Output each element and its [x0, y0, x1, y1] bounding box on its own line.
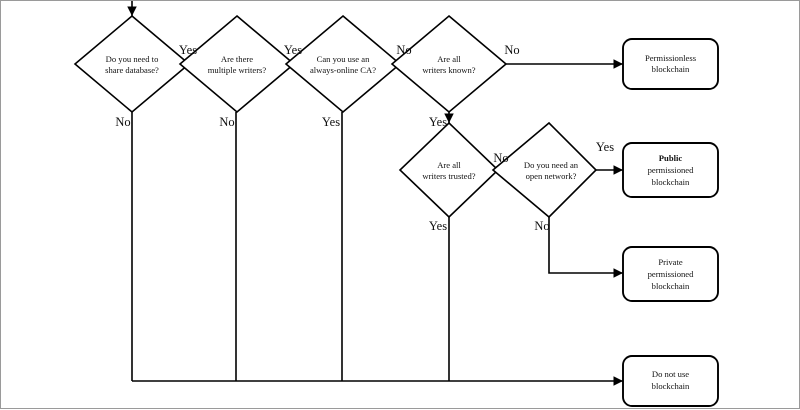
decision-share-database-line2: share database?: [105, 65, 159, 75]
edge-labels: Yes No Yes No No Yes No Yes No Yes Yes N…: [115, 43, 614, 233]
label-d1-no: No: [115, 115, 130, 129]
label-d5-yes: Yes: [429, 219, 447, 233]
label-d5-no: No: [493, 151, 508, 165]
decision-open-network-line1: Do you need an: [524, 160, 579, 170]
label-d4-yes: Yes: [429, 115, 447, 129]
outcome-private-permissioned[interactable]: Private permissioned blockchain: [622, 246, 719, 302]
decision-writers-trusted[interactable]: Are all writers trusted?: [398, 121, 500, 219]
outcome-private-permissioned-line1: Private: [658, 257, 683, 267]
label-d6-yes: Yes: [596, 140, 614, 154]
edge-d6-no: [548, 217, 623, 278]
decision-writers-known-line1: Are all: [437, 54, 461, 64]
outcome-private-permissioned-line2: permissioned: [648, 269, 695, 279]
decision-writers-known[interactable]: Are all writers known?: [390, 14, 508, 114]
outcome-public-permissioned-line2: permissioned: [648, 165, 695, 175]
outcome-do-not-use-line1: Do not use: [652, 369, 689, 379]
decision-multiple-writers-line1: Are there: [221, 54, 253, 64]
label-d2-no: No: [219, 115, 234, 129]
decision-always-online-ca-line1: Can you use an: [317, 54, 370, 64]
outcome-do-not-use[interactable]: Do not use blockchain: [622, 355, 719, 407]
decision-always-online-ca[interactable]: Can you use an always-online CA?: [284, 14, 402, 114]
decision-multiple-writers-line2: multiple writers?: [208, 65, 267, 75]
outcome-private-permissioned-line3: blockchain: [652, 281, 690, 291]
decision-nodes: Do you need to share database? Are there…: [73, 14, 598, 219]
outcome-public-permissioned-line3: blockchain: [652, 177, 690, 187]
outcome-permissionless[interactable]: Permissionless blockchain: [622, 38, 719, 90]
outcome-permissionless-line2: blockchain: [652, 64, 690, 74]
decision-open-network[interactable]: Do you need an open network?: [491, 121, 598, 219]
decision-writers-known-line2: writers known?: [422, 65, 475, 75]
label-d2-yes: Yes: [284, 43, 302, 57]
decision-share-database-line1: Do you need to: [106, 54, 159, 64]
outcome-permissionless-line1: Permissionless: [645, 53, 697, 63]
label-d1-yes: Yes: [179, 43, 197, 57]
decision-multiple-writers[interactable]: Are there multiple writers?: [178, 14, 296, 114]
label-d4-no: No: [504, 43, 519, 57]
label-d3-no: No: [396, 43, 411, 57]
outcome-public-permissioned-line1: Public: [659, 153, 683, 163]
outcome-public-permissioned[interactable]: Public permissioned blockchain: [622, 142, 719, 198]
connectors: [127, 1, 623, 386]
decision-open-network-line2: open network?: [526, 171, 577, 181]
decision-share-database[interactable]: Do you need to share database?: [73, 14, 191, 114]
label-d6-no: No: [534, 219, 549, 233]
decision-writers-trusted-line2: writers trusted?: [422, 171, 475, 181]
outcome-nodes: Permissionless blockchain Public permiss…: [622, 38, 719, 407]
label-d3-yes: Yes: [322, 115, 340, 129]
decision-always-online-ca-line2: always-online CA?: [310, 65, 376, 75]
decision-writers-trusted-line1: Are all: [437, 160, 461, 170]
outcome-do-not-use-line2: blockchain: [652, 381, 690, 391]
